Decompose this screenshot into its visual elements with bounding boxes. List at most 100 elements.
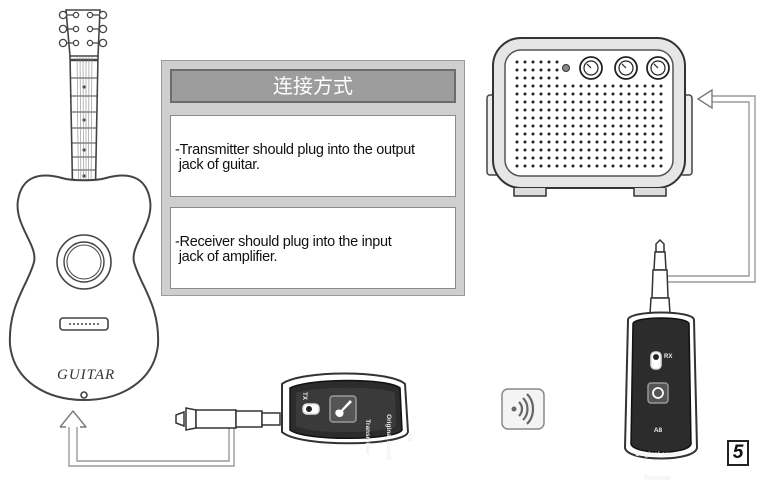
grille-dot (547, 140, 551, 144)
grille-dot (603, 108, 607, 112)
grille-dot (547, 124, 551, 128)
grille-dot (547, 92, 551, 96)
grille-dot (619, 164, 623, 168)
grille-dot (619, 100, 623, 104)
grille-dot (547, 148, 551, 152)
grille-dot (547, 164, 551, 168)
grille-dot (531, 68, 535, 72)
grille-dot (651, 100, 655, 104)
grille-dot (531, 92, 535, 96)
grille-dot (523, 60, 527, 64)
grille-dot (587, 100, 591, 104)
grille-dot (595, 92, 599, 96)
grille-dot (555, 116, 559, 120)
grille-dot (563, 92, 567, 96)
grille-dot (595, 156, 599, 160)
grille-dot (611, 148, 615, 152)
grille-dot (651, 116, 655, 120)
grille-dot (603, 116, 607, 120)
grille-dot (547, 84, 551, 88)
grille-dot (643, 92, 647, 96)
grille-dot (587, 164, 591, 168)
panel-title: 连接方式 (170, 69, 456, 103)
grille-dot (611, 164, 615, 168)
grille-dot (539, 148, 543, 152)
grille-dot (595, 116, 599, 120)
grille-dot (555, 84, 559, 88)
grille-dot (579, 164, 583, 168)
grille-dot (539, 140, 543, 144)
page-number: 5 (727, 440, 749, 466)
grille-dot (635, 164, 639, 168)
grille-dot (627, 108, 631, 112)
grille-dot (523, 100, 527, 104)
grille-dot (515, 132, 519, 136)
grille-dot (531, 84, 535, 88)
grille-dot (539, 108, 543, 112)
grille-dot (539, 132, 543, 136)
transmitter-note-text: -Transmitter should plug into the output… (175, 142, 415, 173)
grille-dot (555, 124, 559, 128)
grille-dot (659, 132, 663, 136)
grille-dot (595, 124, 599, 128)
grille-dot (619, 108, 623, 112)
grille-dot (587, 108, 591, 112)
grille-dot (603, 84, 607, 88)
grille-dot (611, 84, 615, 88)
grille-dot (571, 108, 575, 112)
guitar-illustration (8, 9, 160, 402)
grille-dot (563, 84, 567, 88)
grille-dot (587, 148, 591, 152)
grille-dot (643, 116, 647, 120)
grille-dot (627, 92, 631, 96)
grille-dot (643, 100, 647, 104)
grille-dot (539, 92, 543, 96)
grille-dot (563, 148, 567, 152)
grille-dot (627, 84, 631, 88)
grille-dot (531, 164, 535, 168)
grille-dot (571, 140, 575, 144)
grille-dot (515, 124, 519, 128)
grille-dot (659, 100, 663, 104)
grille-dot (555, 156, 559, 160)
grille-dot (627, 164, 631, 168)
grille-dot (627, 124, 631, 128)
grille-dot (531, 116, 535, 120)
grille-dot (531, 108, 535, 112)
grille-dot (587, 84, 591, 88)
grille-dot (571, 84, 575, 88)
grille-dot (571, 92, 575, 96)
grille-dot (651, 124, 655, 128)
grille-dot (515, 156, 519, 160)
grille-dot (651, 164, 655, 168)
transmitter-line2: Transmitter (364, 419, 371, 455)
grille-dot (531, 124, 535, 128)
grille-dot (643, 156, 647, 160)
grille-dot (531, 140, 535, 144)
grille-dot (523, 148, 527, 152)
grille-dot (611, 132, 615, 136)
grille-dot (523, 76, 527, 80)
grille-dot (547, 156, 551, 160)
grille-dot (547, 60, 551, 64)
grille-dot (643, 108, 647, 112)
grille-dot (611, 156, 615, 160)
grille-dot (611, 92, 615, 96)
grille-dot (635, 108, 639, 112)
grille-dot (539, 164, 543, 168)
grille-dot (643, 124, 647, 128)
grille-dot (563, 116, 567, 120)
grille-dot (603, 140, 607, 144)
grille-dot (555, 68, 559, 72)
grille-dot (555, 76, 559, 80)
grille-dot (587, 132, 591, 136)
grille-dot (531, 148, 535, 152)
grille-dot (539, 124, 543, 128)
grille-dot (659, 84, 663, 88)
grille-dot (627, 140, 631, 144)
grille-dot (515, 60, 519, 64)
receiver-note: -Receiver should plug into the input jac… (170, 207, 456, 289)
receiver-line1: Original sound (635, 451, 681, 458)
grille-dot (515, 84, 519, 88)
grille-dot (515, 76, 519, 80)
